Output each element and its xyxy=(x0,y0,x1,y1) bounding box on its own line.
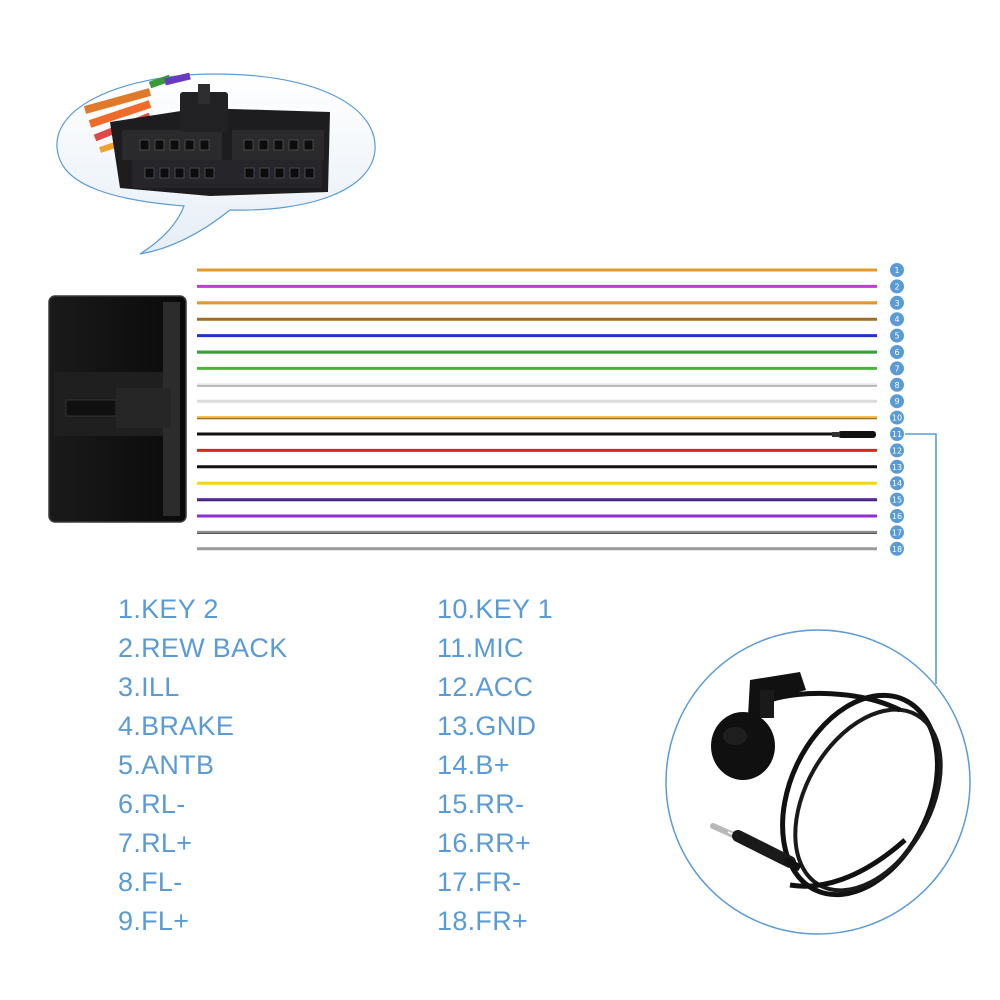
legend-item: 1.KEY 2 xyxy=(118,594,219,624)
wire-number-badge: 10 xyxy=(890,410,904,425)
badge-number: 1 xyxy=(894,266,899,275)
iso-harness-connector-icon xyxy=(83,72,330,196)
wire-number-badge: 11 xyxy=(890,427,904,441)
badge-number: 13 xyxy=(892,463,902,472)
badge-circle xyxy=(890,427,904,441)
wire-number-badge: 18 xyxy=(890,541,904,556)
legend-item: 10.KEY 1 xyxy=(437,594,553,624)
wire-number-badge: 5 xyxy=(890,328,904,343)
legend-item: 5.ANTB xyxy=(118,750,215,780)
legend-item: 16.RR+ xyxy=(437,828,532,858)
wire-number-badge: 6 xyxy=(890,345,904,359)
wire-number-badge: 3 xyxy=(890,295,904,310)
badge-circle xyxy=(890,410,904,425)
lavalier-microphone-icon xyxy=(710,672,943,898)
badge-number: 6 xyxy=(894,348,899,357)
badge-circle xyxy=(890,443,904,458)
legend-item: 4.BRAKE xyxy=(118,711,235,741)
wire-legend-right: 10.KEY 1 11.MIC 12.ACC 13.GND 14.B+ 15.R… xyxy=(437,590,553,941)
legend-item: 11.MIC xyxy=(437,633,524,663)
badge-circle xyxy=(890,279,904,294)
badge-circle xyxy=(890,328,904,343)
legend-item: 6.RL- xyxy=(118,789,186,819)
badge-number: 16 xyxy=(892,512,902,521)
badge-number: 11 xyxy=(892,430,902,439)
badge-circle xyxy=(890,525,904,540)
legend-item: 14.B+ xyxy=(437,750,510,780)
badge-number: 18 xyxy=(892,545,902,554)
wire-number-badge: 17 xyxy=(890,525,904,540)
mic-plug-tip-icon xyxy=(832,431,876,438)
badge-circle xyxy=(890,312,904,327)
badge-circle xyxy=(890,361,904,376)
badge-circle xyxy=(890,476,904,491)
badge-number: 10 xyxy=(892,414,902,423)
badge-circle xyxy=(890,263,904,277)
wire-number-badge: 1 xyxy=(890,263,904,277)
wire-number-badge: 12 xyxy=(890,443,904,458)
wire-number-badge: 13 xyxy=(890,459,904,474)
badge-number: 12 xyxy=(892,446,902,455)
legend-item: 2.REW BACK xyxy=(118,633,288,663)
wire-number-badge: 15 xyxy=(890,492,904,507)
badge-circle xyxy=(890,394,904,409)
wire-number-badge: 7 xyxy=(890,361,904,376)
badge-number: 3 xyxy=(894,299,899,308)
badge-circle xyxy=(890,459,904,474)
legend-item: 12.ACC xyxy=(437,672,534,702)
badge-number: 15 xyxy=(892,496,902,505)
legend-item: 8.FL- xyxy=(118,867,183,897)
badge-number: 8 xyxy=(894,381,899,390)
badge-circle xyxy=(890,295,904,310)
connector-closeup-bubble xyxy=(56,72,376,255)
wire-number-badge: 8 xyxy=(890,377,904,392)
badge-circle xyxy=(890,345,904,359)
legend-item: 7.RL+ xyxy=(118,828,193,858)
wire-number-badge: 16 xyxy=(890,509,904,523)
badge-number: 5 xyxy=(894,332,899,341)
badge-number: 9 xyxy=(894,397,899,406)
badge-circle xyxy=(890,377,904,392)
wire-number-badge: 2 xyxy=(890,279,904,294)
badge-number: 2 xyxy=(894,282,899,291)
legend-item: 15.RR- xyxy=(437,789,525,819)
badge-number: 4 xyxy=(894,315,899,324)
badge-number: 7 xyxy=(894,364,899,373)
badge-circle xyxy=(890,492,904,507)
badge-circle xyxy=(890,509,904,523)
wire-number-badge: 14 xyxy=(890,476,904,491)
wire-legend-left: 1.KEY 2 2.REW BACK 3.ILL 4.BRAKE 5.ANTB … xyxy=(118,590,288,941)
wire-number-badge: 9 xyxy=(890,394,904,409)
badge-number: 14 xyxy=(892,479,902,488)
wire-group xyxy=(197,268,877,551)
badge-circle xyxy=(890,541,904,556)
badge-number: 17 xyxy=(892,528,902,537)
wire-number-badge: 4 xyxy=(890,312,904,327)
legend-item: 17.FR- xyxy=(437,867,522,897)
legend-item: 9.FL+ xyxy=(118,906,190,936)
microphone-callout xyxy=(665,629,971,935)
harness-plug-block-icon xyxy=(48,295,187,523)
legend-item: 3.ILL xyxy=(118,672,180,702)
mic-callout-line xyxy=(905,433,937,684)
legend-item: 13.GND xyxy=(437,711,537,741)
legend-item: 18.FR+ xyxy=(437,906,529,936)
